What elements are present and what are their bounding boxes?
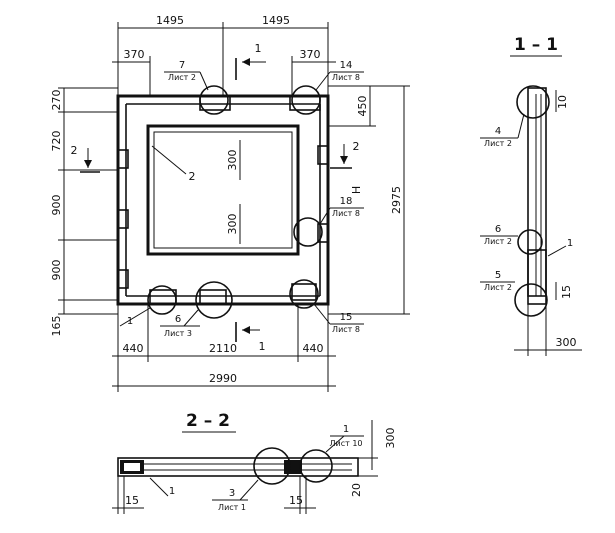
plan-inner-dim-1: 300 bbox=[226, 150, 239, 171]
plan-inner-opening bbox=[146, 124, 300, 256]
section-2-2-callout-3-num: 3 bbox=[229, 488, 235, 499]
plan-left-dim-5: 165 bbox=[50, 316, 63, 337]
section-2-2-callout-1 bbox=[299, 449, 333, 483]
section-2-2-dim-4: 15 bbox=[289, 494, 303, 507]
plan-bottom-dim-1: 440 bbox=[123, 342, 144, 355]
section-1-1-callout-5-sheet: Лист 2 bbox=[484, 283, 512, 292]
plan-right-dim-1: 450 bbox=[356, 96, 369, 117]
section-2-2-callout-1-sheet: Лист 10 bbox=[330, 439, 363, 448]
plan-top-sub-dim-left: 370 bbox=[124, 48, 145, 61]
plan-left-dim-4: 900 bbox=[50, 260, 63, 281]
plan-height-mark: H bbox=[350, 186, 363, 194]
plan-left-dim-1: 270 bbox=[50, 90, 63, 111]
cut-1-top-label: 1 bbox=[255, 42, 262, 55]
callout-circle-7 bbox=[199, 85, 229, 115]
cut-2-left-label: 2 bbox=[71, 144, 78, 157]
cut-1-bottom-label: 1 bbox=[259, 340, 266, 353]
section-2-2-callout-1-num: 1 bbox=[343, 424, 349, 435]
plan-callout-18-num: 18 bbox=[340, 196, 353, 207]
section-2-2-body bbox=[117, 457, 359, 477]
plan-callout-14-num: 14 bbox=[340, 60, 353, 71]
callout-circle-6 bbox=[195, 281, 233, 319]
plan-bottom-dim-3: 440 bbox=[303, 342, 324, 355]
section-2-2-dim-3: 15 bbox=[125, 494, 139, 507]
plan-view: 1495 1495 370 370 1 270 720 900 900 165 … bbox=[50, 14, 410, 392]
section-1-1: 1 – 1 4 Лист 2 6 Лист 2 5 Лист 2 1 10 15… bbox=[480, 35, 582, 356]
section-2-2-callout-1b-num: 1 bbox=[169, 486, 175, 497]
plan-left-dim-3: 900 bbox=[50, 195, 63, 216]
section-2-2-callout-3-sheet: Лист 1 bbox=[218, 503, 246, 512]
plan-callout-7-sheet: Лист 2 bbox=[168, 73, 196, 82]
section-1-1-callout-1-num: 1 bbox=[567, 238, 573, 249]
plan-top-dim-left: 1495 bbox=[156, 14, 184, 27]
plan-bottom-dim-2: 2110 bbox=[209, 342, 237, 355]
section-1-1-callout-6-sheet: Лист 2 bbox=[484, 237, 512, 246]
cut-2-right-label: 2 bbox=[353, 140, 360, 153]
plan-inner-border bbox=[153, 131, 293, 249]
plan-callout-6-sheet: Лист 3 bbox=[164, 329, 192, 338]
callout-circle-1 bbox=[147, 285, 177, 315]
section-1-1-callout-5-num: 5 bbox=[495, 270, 501, 281]
plan-callout-1-num: 1 bbox=[127, 316, 133, 327]
callout-circle-15 bbox=[289, 279, 319, 309]
section-1-1-dim-2: 15 bbox=[560, 285, 573, 299]
plan-inner-dim-2: 300 bbox=[226, 214, 239, 235]
section-1-1-callout-6 bbox=[517, 229, 543, 255]
plan-callout-14-sheet: Лист 8 bbox=[332, 73, 360, 82]
plan-right-dim-overall: 2975 bbox=[390, 186, 403, 214]
section-1-1-callout-4 bbox=[516, 85, 550, 119]
section-1-1-dim-3: 300 bbox=[556, 336, 577, 349]
section-2-2-dim-1: 300 bbox=[384, 428, 397, 449]
plan-top-sub-dim-right: 370 bbox=[300, 48, 321, 61]
section-2-2: 2 – 2 1 Лист 10 3 Лист 1 1 300 20 15 15 bbox=[112, 411, 397, 514]
section-1-1-callout-6-num: 6 bbox=[495, 224, 501, 235]
plan-callout-15-sheet: Лист 8 bbox=[332, 325, 360, 334]
plan-callout-7-num: 7 bbox=[179, 60, 185, 71]
callout-circle-14 bbox=[291, 85, 321, 115]
plan-top-dim-right: 1495 bbox=[262, 14, 290, 27]
section-1-1-callout-4-num: 4 bbox=[495, 126, 501, 137]
plan-overall-width: 2990 bbox=[209, 372, 237, 385]
plan-callout-18-sheet: Лист 8 bbox=[332, 209, 360, 218]
section-1-1-callout-4-sheet: Лист 2 bbox=[484, 139, 512, 148]
section-1-1-title: 1 – 1 bbox=[514, 35, 558, 55]
section-1-1-body bbox=[527, 87, 547, 305]
section-1-1-callout-5 bbox=[514, 283, 548, 317]
plan-callout-6-num: 6 bbox=[175, 314, 181, 325]
plan-left-dim-2: 720 bbox=[50, 131, 63, 152]
section-1-1-dim-1: 10 bbox=[556, 95, 569, 109]
plan-callout-15-num: 15 bbox=[340, 312, 353, 323]
plan-opening-label: 2 bbox=[189, 170, 196, 183]
section-2-2-callout-3 bbox=[253, 447, 291, 485]
section-2-2-dim-2: 20 bbox=[350, 483, 363, 497]
section-2-2-title: 2 – 2 bbox=[186, 411, 230, 431]
callout-circle-18 bbox=[293, 217, 323, 247]
